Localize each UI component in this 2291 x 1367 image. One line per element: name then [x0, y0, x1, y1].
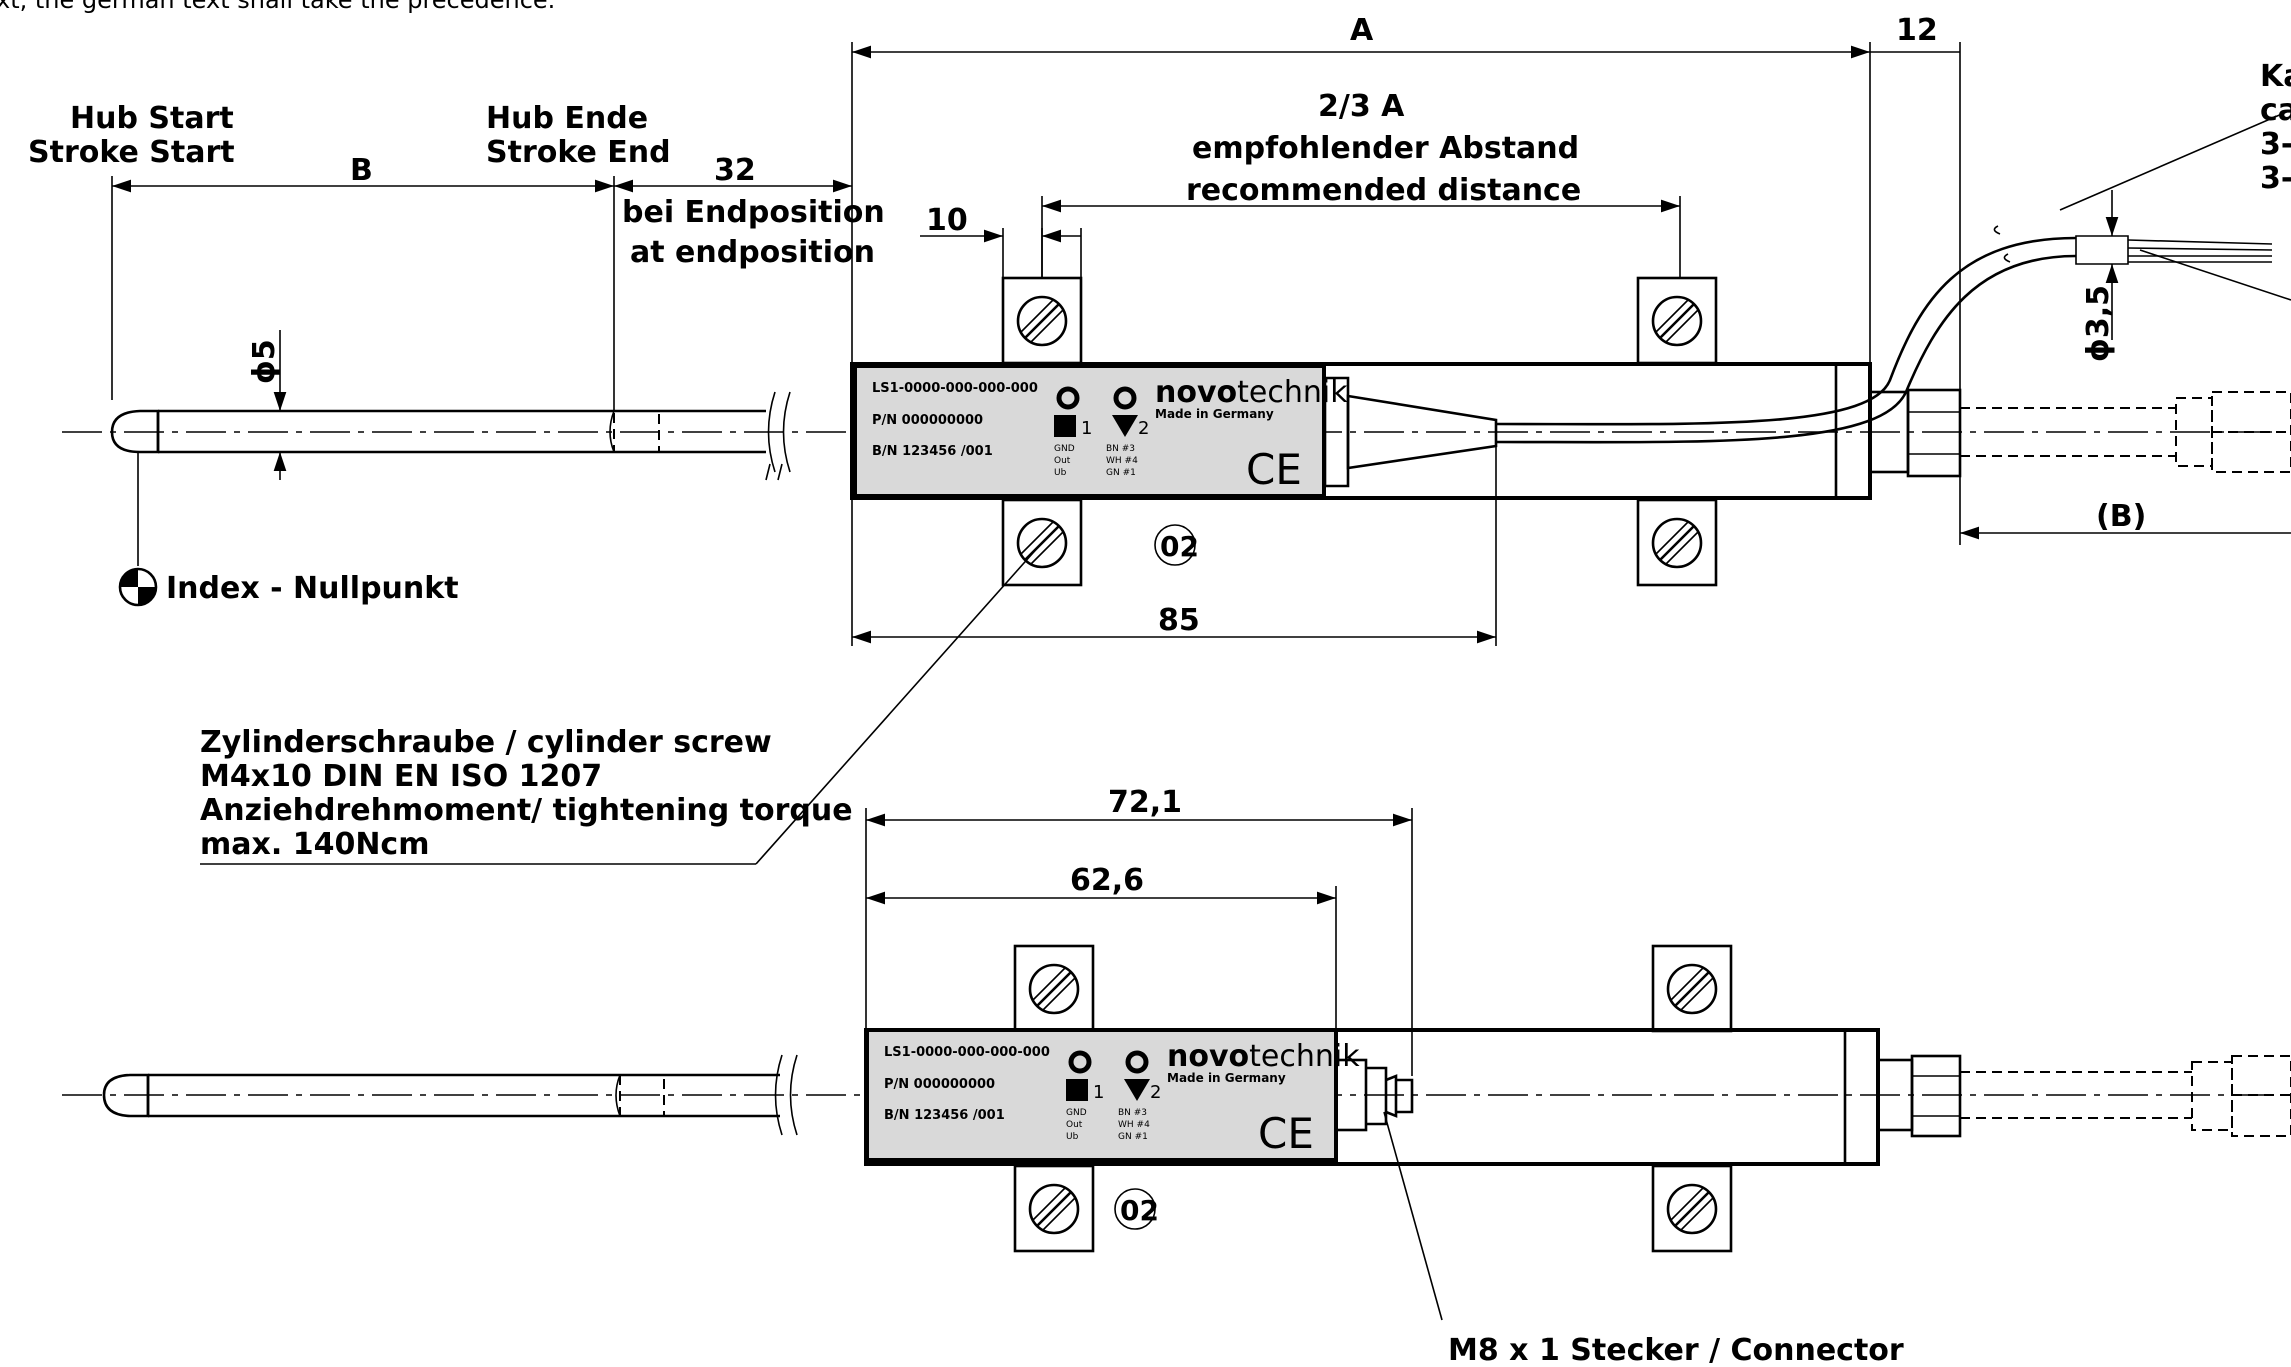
lug-bottom-right-lower [1651, 1164, 1733, 1253]
pin-left-2: Out [1054, 456, 1071, 466]
screw-line-4: max. 140Ncm [200, 827, 429, 862]
kabel-1: Ka [2260, 59, 2291, 94]
dim-32-label: 32 [714, 153, 756, 188]
dim-dia35: ϕ3,5 [2081, 190, 2119, 362]
brand-rest-b: technik [1249, 1039, 1360, 1074]
pin-right-2: WH #4 [1106, 456, 1138, 466]
top-view: LS1-0000-000-000-000 P/N 000000000 B/N 1… [28, 13, 2291, 646]
dim-a: A 12 [851, 13, 1961, 392]
top-rod [110, 391, 791, 481]
label-bn-b: B/N 123456 /001 [884, 1108, 1005, 1123]
label-marker-1-b: 1 [1093, 1082, 1104, 1103]
lug-top-left-upper [1001, 276, 1083, 365]
ref-02-top: 02 [1160, 530, 1199, 563]
dim-32: 32 bei Endposition at endposition [614, 153, 885, 270]
index-marker: Index - Nullpunkt [118, 452, 459, 607]
dim-72-1-label: 72,1 [1108, 785, 1182, 820]
label-made-in: Made in Germany [1155, 407, 1274, 421]
recommended-en: recommended distance [1186, 173, 1581, 208]
ce-mark-b: CE [1258, 1109, 1314, 1158]
dim-b-paren-label: (B) [2096, 499, 2146, 534]
bottom-view: LS1-0000-000-000-000 P/N 000000000 B/N 1… [62, 785, 2291, 1367]
screw-line-2: M4x10 DIN EN ISO 1207 [200, 759, 602, 794]
svg-text:novotechnik: novotechnik [1155, 375, 1348, 410]
lug-top-right-lower [1636, 498, 1718, 587]
product-label-bottom: LS1-0000-000-000-000 P/N 000000000 B/N 1… [865, 1028, 1360, 1162]
kabel-4: 3- [2260, 161, 2291, 196]
dim-b-paren: (B) [1959, 476, 2291, 545]
pin-right-1-b: BN #3 [1118, 1108, 1147, 1118]
dim-dia5-label: ϕ5 [247, 339, 282, 384]
label-pn-b: P/N 000000000 [884, 1077, 995, 1092]
label-marker-2: 2 [1138, 418, 1149, 439]
dim-two-thirds: 2/3 A empfohlender Abstand recommended d… [1041, 89, 1681, 278]
pin-left-2-b: Out [1066, 1120, 1083, 1130]
lug-bottom-right-upper [1651, 944, 1733, 1033]
product-label-top: LS1-0000-000-000-000 P/N 000000000 B/N 1… [853, 364, 1348, 498]
lug-bottom-left-upper [1013, 944, 1095, 1033]
hub-start: Hub Start [70, 101, 234, 136]
hub-ende: Hub Ende [486, 101, 648, 136]
pin-right-1: BN #3 [1106, 444, 1135, 454]
dim-10: 10 [920, 203, 1082, 278]
brand-bold: novo [1155, 375, 1237, 410]
kabel-2: ca [2260, 93, 2291, 128]
pin-left-1: GND [1054, 444, 1075, 454]
label-pn: P/N 000000000 [872, 413, 983, 428]
stroke-end: Stroke End [486, 135, 671, 170]
kabel-3: 3- [2260, 127, 2291, 162]
pin-right-3-b: GN #1 [1118, 1132, 1148, 1142]
pin-right-2-b: WH #4 [1118, 1120, 1150, 1130]
screw-line-3: Anziehdrehmoment/ tightening torque [200, 793, 853, 828]
index-label: Index - Nullpunkt [166, 571, 459, 606]
dim-85: 85 [851, 446, 1497, 646]
connector-label: M8 x 1 Stecker / Connector [1448, 1333, 1904, 1367]
screw-line-1: Zylinderschraube / cylinder screw [200, 725, 772, 760]
dim-a-label: A [1350, 13, 1374, 48]
label-marker-2-b: 2 [1150, 1082, 1161, 1103]
stroke-start: Stroke Start [28, 135, 235, 170]
label-model-b: LS1-0000-000-000-000 [884, 1045, 1050, 1060]
lug-top-right-upper [1636, 276, 1718, 365]
ce-mark: CE [1246, 445, 1302, 494]
dim-62-6-label: 62,6 [1070, 863, 1144, 898]
brand-bold-b: novo [1167, 1039, 1249, 1074]
dim-dia5: ϕ5 [247, 330, 287, 480]
screw-callout: Zylinderschraube / cylinder screw M4x10 … [200, 544, 1041, 865]
dim-85-label: 85 [1158, 603, 1200, 638]
dim-two-thirds-label: 2/3 A [1318, 89, 1405, 124]
label-marker-1: 1 [1081, 418, 1092, 439]
brand-rest: technik [1237, 375, 1348, 410]
top-cable [1495, 236, 2077, 426]
label-made-in-b: Made in Germany [1167, 1071, 1286, 1085]
ref-02-bottom: 02 [1120, 1194, 1159, 1227]
header-note: xt, the german text shall take the prece… [0, 0, 555, 14]
svg-text:novotechnik: novotechnik [1167, 1039, 1360, 1074]
pin-left-1-b: GND [1066, 1108, 1087, 1118]
pin-right-3: GN #1 [1106, 468, 1136, 478]
pin-left-3-b: Ub [1066, 1132, 1079, 1142]
dim-dia35-label: ϕ3,5 [2081, 285, 2116, 362]
label-bn: B/N 123456 /001 [872, 444, 993, 459]
bei-endposition: bei Endposition [622, 195, 885, 230]
dim-10-label: 10 [926, 203, 968, 238]
at-endposition: at endposition [630, 235, 875, 270]
dim-72-1: 72,1 [865, 785, 1413, 1076]
dim-62-6: 62,6 [866, 863, 1337, 1060]
dim-b: Hub Start Stroke Start Hub Ende Stroke E… [28, 101, 671, 411]
dim-b-label: B [350, 153, 373, 188]
dim-12-label: 12 [1896, 13, 1938, 48]
lug-bottom-left-lower [1013, 1164, 1095, 1253]
label-model: LS1-0000-000-000-000 [872, 381, 1038, 396]
pin-left-3: Ub [1054, 468, 1067, 478]
recommended-de: empfohlender Abstand [1192, 131, 1579, 166]
